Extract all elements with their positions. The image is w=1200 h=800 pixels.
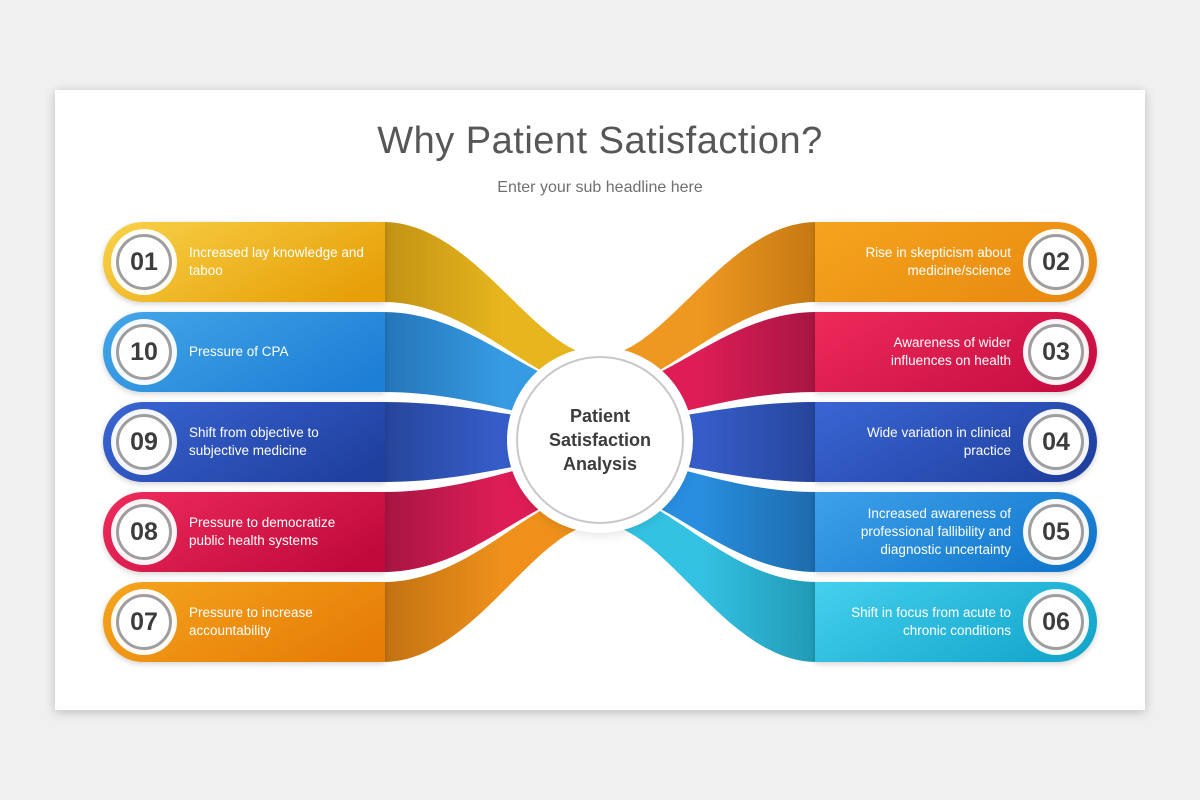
number-text: 03: [1042, 337, 1070, 366]
item-label: Awareness of wider influences on health: [890, 334, 1011, 368]
number-text: 10: [130, 337, 158, 366]
number-badge: 10: [116, 324, 172, 380]
center-circle: Patient Satisfaction Analysis: [516, 356, 684, 524]
ribbon-right-02: [600, 222, 817, 390]
number-text: 08: [130, 517, 158, 546]
number-text: 04: [1042, 427, 1070, 456]
item-label: Rise in skepticism about medicine/scienc…: [865, 244, 1011, 278]
number-badge: 06: [1028, 594, 1084, 650]
number-badge: 01: [116, 234, 172, 290]
bar-item-06: 06 Shift in focus from acute to chronic …: [815, 582, 1097, 662]
bar-item-01: 01 Increased lay knowledge and taboo: [103, 222, 385, 302]
item-label: Pressure to increase accountability: [189, 604, 313, 638]
bar-item-02: 02 Rise in skepticism about medicine/sci…: [815, 222, 1097, 302]
number-text: 07: [130, 607, 158, 636]
item-label: Increased lay knowledge and taboo: [189, 244, 364, 278]
ribbon-left-07: [383, 490, 600, 662]
item-label: Wide variation in clinical practice: [866, 424, 1011, 458]
bar-item-03: 03 Awareness of wider influences on heal…: [815, 312, 1097, 392]
slide: Why Patient Satisfaction? Enter your sub…: [55, 90, 1145, 710]
number-badge: 03: [1028, 324, 1084, 380]
number-text: 09: [130, 427, 158, 456]
item-label: Shift in focus from acute to chronic con…: [851, 604, 1011, 638]
number-text: 01: [130, 247, 158, 276]
number-badge: 05: [1028, 504, 1084, 560]
bar-item-09: 09 Shift from objective to subjective me…: [103, 402, 385, 482]
number-text: 06: [1042, 607, 1070, 636]
number-badge: 04: [1028, 414, 1084, 470]
bar-item-05: 05 Increased awareness of professional f…: [815, 492, 1097, 572]
ribbon-right-06: [600, 490, 817, 662]
number-badge: 09: [116, 414, 172, 470]
item-label: Pressure of CPA: [189, 343, 289, 359]
number-badge: 02: [1028, 234, 1084, 290]
item-label: Increased awareness of professional fall…: [860, 505, 1011, 558]
item-label: Shift from objective to subjective medic…: [189, 424, 319, 458]
number-badge: 07: [116, 594, 172, 650]
ribbon-left-01: [383, 222, 600, 390]
number-text: 05: [1042, 517, 1070, 546]
bar-item-10: 10 Pressure of CPA: [103, 312, 385, 392]
slide-title: Why Patient Satisfaction?: [377, 120, 823, 162]
slide-subtitle: Enter your sub headline here: [497, 179, 703, 196]
item-label: Pressure to democratize public health sy…: [189, 514, 336, 548]
number-text: 02: [1042, 247, 1070, 276]
bar-item-08: 08 Pressure to democratize public health…: [103, 492, 385, 572]
center-label: Patient Satisfaction Analysis: [548, 405, 652, 475]
bar-item-07: 07 Pressure to increase accountability: [103, 582, 385, 662]
number-badge: 08: [116, 504, 172, 560]
bar-item-04: 04 Wide variation in clinical practice: [815, 402, 1097, 482]
